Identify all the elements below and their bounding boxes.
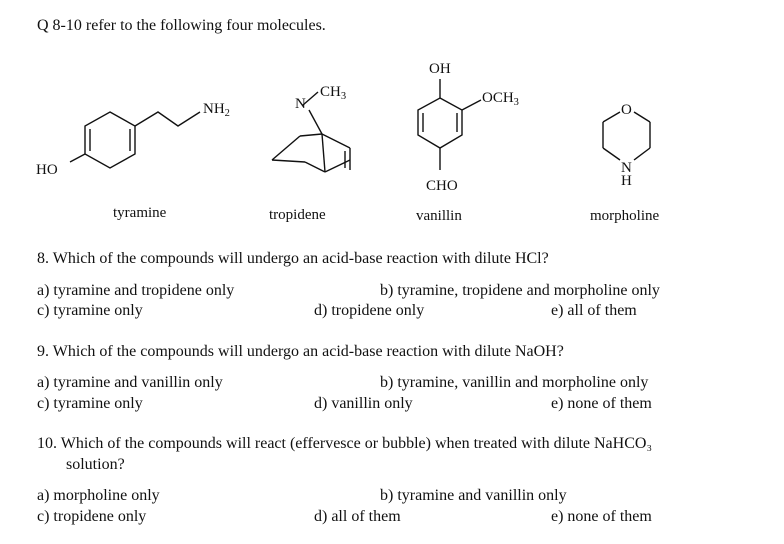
vanillin-methoxy-label: OCH3 — [482, 90, 519, 108]
vanillin-structure — [417, 79, 482, 170]
tyramine-amine-label: NH2 — [203, 101, 230, 119]
question-10-option-c[interactable]: c) tropidene only — [37, 508, 147, 525]
question-10-stem-line1: 10. Which of the compounds will react (e… — [37, 435, 653, 452]
question-10-option-a[interactable]: a) morpholine only — [37, 487, 160, 504]
question-8-option-c[interactable]: c) tyramine only — [37, 302, 143, 319]
question-9-stem: 9. Which of the compounds will undergo a… — [37, 343, 564, 360]
morpholine-structure — [602, 111, 651, 161]
vanillin-aldehyde-label: CHO — [426, 178, 458, 194]
question-header: Q 8-10 refer to the following four molec… — [37, 17, 326, 34]
question-8-stem: 8. Which of the compounds will undergo a… — [37, 250, 549, 267]
morpholine-name: morpholine — [590, 208, 660, 224]
question-8-option-e[interactable]: e) all of them — [551, 302, 637, 319]
question-9-option-d[interactable]: d) vanillin only — [314, 395, 413, 412]
vanillin-name: vanillin — [416, 208, 462, 224]
morpholine-h-label: H — [621, 173, 632, 189]
morpholine-n-label: N — [621, 160, 632, 176]
tyramine-name: tyramine — [113, 205, 167, 221]
question-9-option-a[interactable]: a) tyramine and vanillin only — [37, 374, 223, 391]
tropidene-structure — [271, 91, 351, 173]
molecule-structures — [69, 79, 651, 173]
question-10-option-e[interactable]: e) none of them — [551, 508, 652, 525]
tropidene-n-label: N — [295, 96, 306, 112]
question-8-option-d[interactable]: d) tropidene only — [314, 302, 425, 319]
question-10-option-d[interactable]: d) all of them — [314, 508, 401, 525]
tropidene-methyl-label: CH3 — [320, 84, 347, 102]
tyramine-structure — [69, 111, 201, 169]
tyramine-oh-label: HO — [36, 162, 58, 178]
question-8-option-b[interactable]: b) tyramine, tropidene and morpholine on… — [380, 282, 660, 299]
question-8-option-a[interactable]: a) tyramine and tropidene only — [37, 282, 235, 299]
question-10-stem-line2: solution? — [66, 456, 125, 473]
morpholine-o-label: O — [621, 102, 632, 118]
question-10-option-b[interactable]: b) tyramine and vanillin only — [380, 487, 567, 504]
question-9-option-e[interactable]: e) none of them — [551, 395, 652, 412]
question-9-option-c[interactable]: c) tyramine only — [37, 395, 143, 412]
vanillin-oh-label: OH — [429, 61, 451, 77]
tropidene-name: tropidene — [269, 207, 326, 223]
question-9-option-b[interactable]: b) tyramine, vanillin and morpholine onl… — [380, 374, 649, 391]
